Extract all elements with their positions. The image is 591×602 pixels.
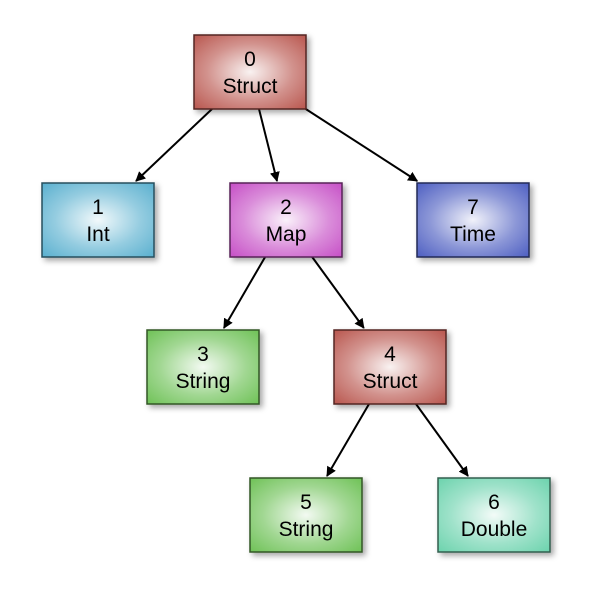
node-1-id: 1 bbox=[92, 196, 104, 219]
node-2-box bbox=[229, 182, 343, 258]
node-3: 3 String bbox=[146, 329, 260, 405]
node-0-type: Struct bbox=[223, 75, 278, 98]
node-1-box bbox=[41, 182, 155, 258]
node-2-type: Map bbox=[266, 223, 307, 246]
node-5-id: 5 bbox=[300, 491, 312, 514]
node-4-box bbox=[333, 329, 447, 405]
edge-2-3 bbox=[223, 256, 266, 329]
node-5-type: String bbox=[279, 518, 334, 541]
node-2: 2 Map bbox=[229, 182, 343, 258]
edge-0-1 bbox=[135, 108, 213, 182]
node-0-box bbox=[193, 34, 307, 110]
node-3-box bbox=[146, 329, 260, 405]
node-7-box bbox=[416, 182, 530, 258]
edge-2-4 bbox=[311, 256, 365, 329]
edge-4-6 bbox=[415, 403, 469, 477]
node-5: 5 String bbox=[249, 477, 363, 553]
nodes: 0 Struct 1 Int 2 Map 3 String 4 Struct 5… bbox=[41, 34, 551, 553]
node-1-type: Int bbox=[86, 223, 110, 246]
node-4-id: 4 bbox=[384, 343, 396, 366]
edge-4-5 bbox=[326, 403, 370, 477]
node-4: 4 Struct bbox=[333, 329, 447, 405]
node-2-id: 2 bbox=[280, 196, 292, 219]
node-5-box bbox=[249, 477, 363, 553]
edge-0-2 bbox=[258, 108, 280, 182]
node-4-type: Struct bbox=[363, 370, 418, 393]
node-7: 7 Time bbox=[416, 182, 530, 258]
node-7-id: 7 bbox=[467, 196, 479, 219]
edges bbox=[135, 108, 469, 477]
node-6-id: 6 bbox=[488, 491, 500, 514]
node-0-id: 0 bbox=[244, 48, 256, 71]
node-3-id: 3 bbox=[197, 343, 209, 366]
node-3-type: String bbox=[176, 370, 231, 393]
node-6-type: Double bbox=[461, 518, 528, 541]
node-6: 6 Double bbox=[437, 477, 551, 553]
node-1: 1 Int bbox=[41, 182, 155, 258]
node-0: 0 Struct bbox=[193, 34, 307, 110]
node-7-type: Time bbox=[450, 223, 496, 246]
edge-0-7 bbox=[305, 108, 419, 182]
node-6-box bbox=[437, 477, 551, 553]
